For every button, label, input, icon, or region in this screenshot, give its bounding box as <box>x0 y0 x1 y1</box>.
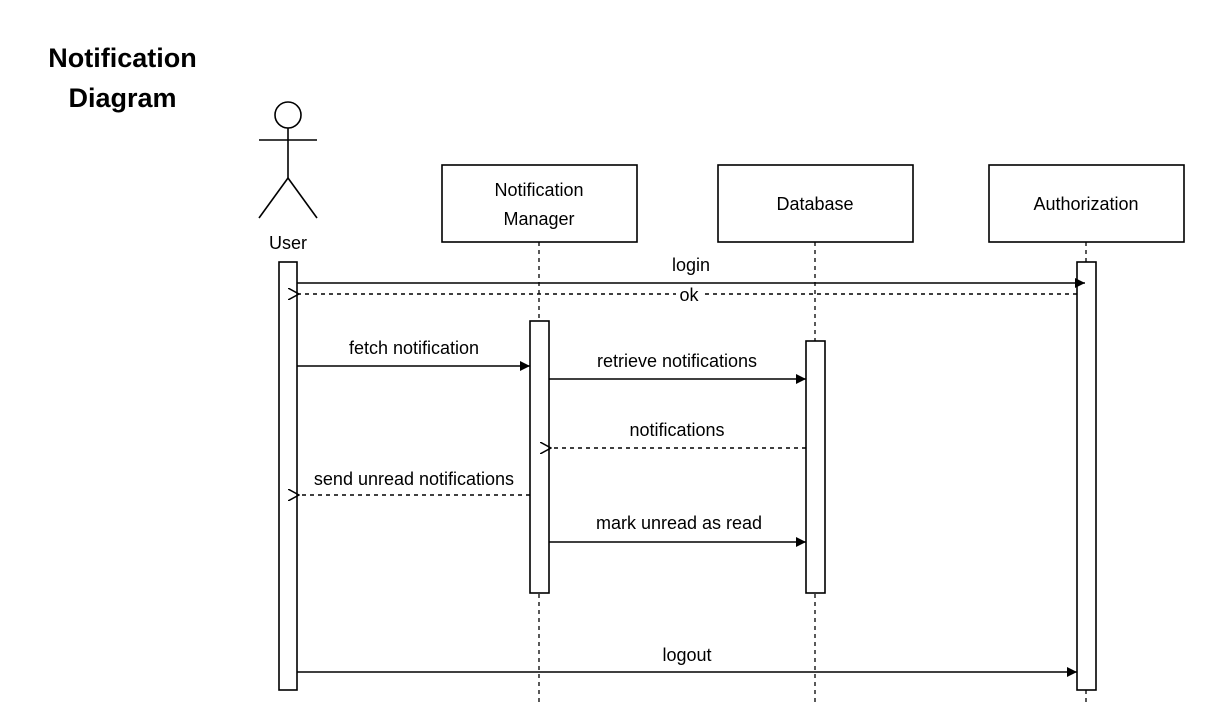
participant-label-line2: Manager <box>503 209 574 229</box>
message-label: retrieve notifications <box>597 351 757 371</box>
message-send-unread-notifications: send unread notifications <box>299 469 530 495</box>
actor-user-label: User <box>269 233 307 253</box>
message-fetch-notification: fetch notification <box>297 338 530 371</box>
activation-database <box>805 340 826 594</box>
message-notifications: notifications <box>551 420 806 448</box>
actor-left-leg <box>258 177 289 219</box>
diagram-title-line1: Notification <box>48 43 197 73</box>
participant-box <box>717 164 914 243</box>
message-logout: logout <box>297 645 1077 677</box>
message-mark-unread-as-read: mark unread as read <box>549 513 806 547</box>
message-label: fetch notification <box>349 338 479 358</box>
diagram-title-line2: Diagram <box>68 83 177 113</box>
message-retrieve-notifications: retrieve notifications <box>549 351 806 384</box>
participant-label-line1: Notification <box>494 180 583 200</box>
message-label: mark unread as read <box>596 513 762 533</box>
participant-box <box>988 164 1185 243</box>
participant-database: Database <box>717 164 914 243</box>
message-label: logout <box>662 645 711 665</box>
activation-authorization <box>1076 261 1097 691</box>
message-label: ok <box>679 285 699 305</box>
diagram-title: Notification Diagram <box>20 38 225 118</box>
participant-notification-manager: Notification Manager <box>441 164 638 243</box>
activation-user <box>278 261 298 691</box>
message-label: send unread notifications <box>314 469 514 489</box>
actor-user: User <box>258 101 318 253</box>
actor-head <box>274 101 302 129</box>
participant-label: Database <box>776 194 853 214</box>
message-label: notifications <box>629 420 724 440</box>
message-login: login <box>297 255 1085 288</box>
participant-authorization: Authorization <box>988 164 1185 243</box>
participant-box <box>441 164 638 243</box>
message-ok: ok <box>299 285 1077 305</box>
activation-notification-manager <box>529 320 550 594</box>
message-label: login <box>672 255 710 275</box>
participant-label: Authorization <box>1033 194 1138 214</box>
message-label-bg <box>676 285 702 303</box>
actor-right-leg <box>287 177 318 219</box>
